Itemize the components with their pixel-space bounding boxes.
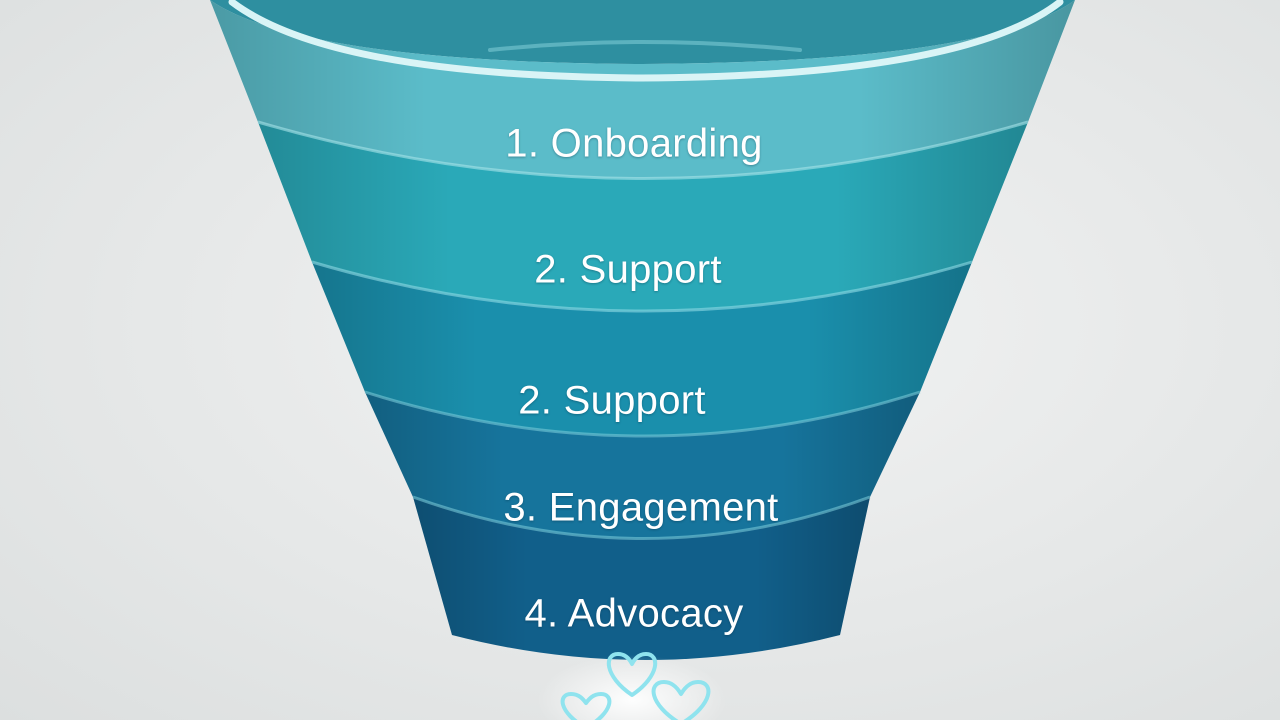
heart-icon <box>651 680 711 720</box>
stage-label-5: 4. Advocacy <box>524 591 744 636</box>
funnel-rim <box>228 0 1064 82</box>
stage-label-1: 1. Onboarding <box>505 121 763 166</box>
stage-band-1 <box>210 0 1075 180</box>
funnel-inner-ring <box>488 40 802 52</box>
stage-band-3 <box>312 262 972 438</box>
stage-band-5 <box>413 497 870 660</box>
stage-label-2: 2. Support <box>534 247 722 292</box>
heart-icon <box>560 692 612 720</box>
stage-label-4: 3. Engagement <box>503 485 779 530</box>
stage-band-2 <box>258 122 1028 313</box>
heart-icon-group <box>560 652 711 720</box>
heart-icon <box>606 652 658 697</box>
stage-label-3: 2. Support <box>518 378 706 423</box>
stage-band-4 <box>365 392 920 540</box>
funnel-opening <box>210 0 1075 64</box>
